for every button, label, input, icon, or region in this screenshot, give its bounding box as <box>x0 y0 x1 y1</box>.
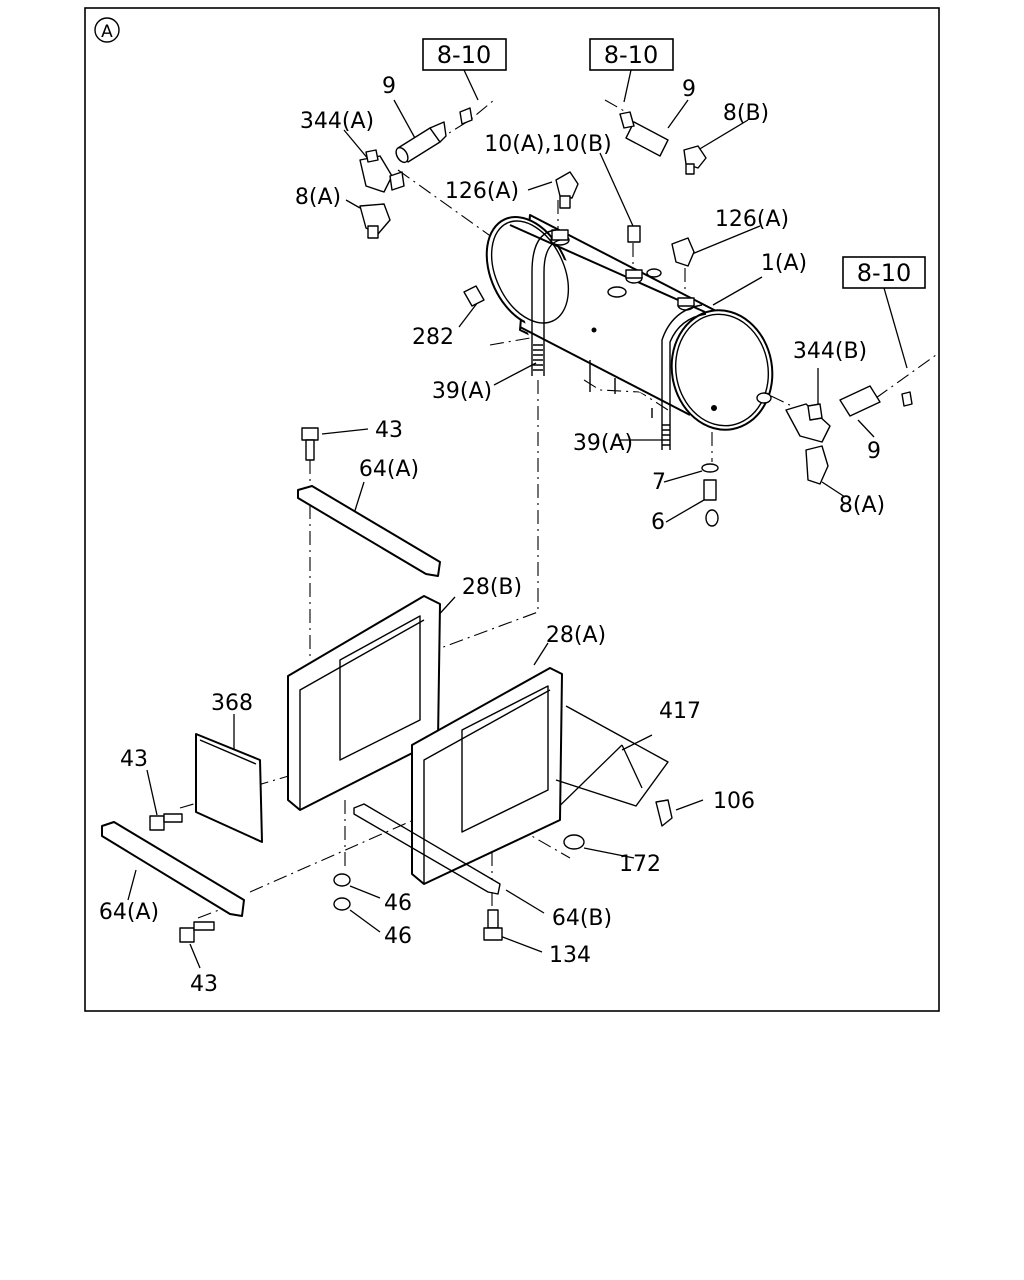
callout-8a-top: 8(A) <box>295 185 341 210</box>
reference-box-3-label: 8-10 <box>857 259 911 287</box>
callout-43-bottom: 43 <box>190 972 218 997</box>
callout-368: 368 <box>211 691 253 716</box>
callout-28b: 28(B) <box>462 575 522 600</box>
callout-10ab: 10(A),10(B) <box>484 132 611 157</box>
callout-39a-left: 39(A) <box>432 379 492 404</box>
callout-46-b: 46 <box>384 924 412 949</box>
diagram-frame <box>84 7 940 1012</box>
valve-9-lower-right[interactable] <box>839 385 913 417</box>
callout-282: 282 <box>412 325 454 350</box>
callout-9-lower-right: 9 <box>867 439 881 464</box>
reference-box-1[interactable]: 8-10 <box>422 38 507 71</box>
bolt-106[interactable] <box>655 799 673 827</box>
view-marker: A <box>94 17 120 43</box>
bolt-134[interactable] <box>483 909 503 941</box>
u-bolt-right[interactable] <box>661 304 707 450</box>
callout-64b: 64(B) <box>552 906 612 931</box>
callout-64a-top: 64(A) <box>359 457 419 482</box>
callout-134: 134 <box>549 943 591 968</box>
valve-9-right[interactable] <box>619 111 669 157</box>
view-marker-letter: A <box>101 22 113 42</box>
tee-344b[interactable] <box>785 403 831 443</box>
plate-417[interactable] <box>555 705 669 807</box>
bracket-28a[interactable] <box>411 667 563 885</box>
callout-8b: 8(B) <box>723 101 769 126</box>
callout-labels: 9 344(A) 8(A) 126(A) 10(A),10(B) 9 8(B) … <box>99 74 885 997</box>
callout-9-right: 9 <box>682 77 696 102</box>
fitting-282[interactable] <box>463 285 485 307</box>
elbow-8b[interactable] <box>683 145 707 175</box>
tank-boss-5 <box>646 268 662 278</box>
callout-7: 7 <box>652 470 666 495</box>
strap-64a-left[interactable] <box>101 821 245 917</box>
callout-43-top: 43 <box>375 418 403 443</box>
callout-417: 417 <box>659 699 701 724</box>
elbow-126a-mid[interactable] <box>671 237 695 267</box>
nut-46-b[interactable] <box>333 897 351 911</box>
callout-344b: 344(B) <box>793 339 867 364</box>
reference-box-2[interactable]: 8-10 <box>589 38 674 71</box>
valve-9-left[interactable] <box>394 121 447 164</box>
tank-end-port <box>756 392 772 404</box>
callout-28a: 28(A) <box>546 623 606 648</box>
reference-box-3[interactable]: 8-10 <box>842 256 926 289</box>
air-tank[interactable] <box>470 203 782 437</box>
elbow-126a-top[interactable] <box>555 171 579 209</box>
plug-10[interactable] <box>627 225 641 243</box>
tank-boss-4 <box>677 297 695 311</box>
callout-344a: 344(A) <box>300 109 374 134</box>
callout-64a-left: 64(A) <box>99 900 159 925</box>
u-bolt-left[interactable] <box>531 229 561 376</box>
tee-344a[interactable] <box>359 149 405 193</box>
strap-64b[interactable] <box>353 803 501 895</box>
callout-106: 106 <box>713 789 755 814</box>
bolt-43-left[interactable] <box>149 813 183 831</box>
tank-boss-3 <box>625 269 643 284</box>
plate-368[interactable] <box>195 733 263 843</box>
callout-9-left: 9 <box>382 74 396 99</box>
washer-7[interactable] <box>701 463 719 473</box>
bolt-43-top[interactable] <box>301 427 319 461</box>
callout-43-left: 43 <box>120 747 148 772</box>
callout-46-a: 46 <box>384 891 412 916</box>
callout-126a-top: 126(A) <box>445 179 519 204</box>
strap-64a-top[interactable] <box>297 485 441 577</box>
bolt-43-bottom[interactable] <box>179 921 215 943</box>
connector-left[interactable] <box>459 107 473 125</box>
callout-6: 6 <box>651 510 665 535</box>
tank-boss-2 <box>607 286 627 298</box>
nut-172[interactable] <box>563 834 585 850</box>
callout-39a-mid: 39(A) <box>573 431 633 456</box>
callout-1a: 1(A) <box>761 251 807 276</box>
elbow-8a-left[interactable] <box>359 203 391 239</box>
nut-46-a[interactable] <box>333 873 351 887</box>
callout-126a-mid: 126(A) <box>715 207 789 232</box>
elbow-8a-right[interactable] <box>805 445 829 485</box>
reference-box-2-label: 8-10 <box>604 41 658 69</box>
callout-172: 172 <box>619 852 661 877</box>
callout-8a-right: 8(A) <box>839 493 885 518</box>
reference-box-1-label: 8-10 <box>437 41 491 69</box>
drain-valve-6[interactable] <box>703 479 719 527</box>
